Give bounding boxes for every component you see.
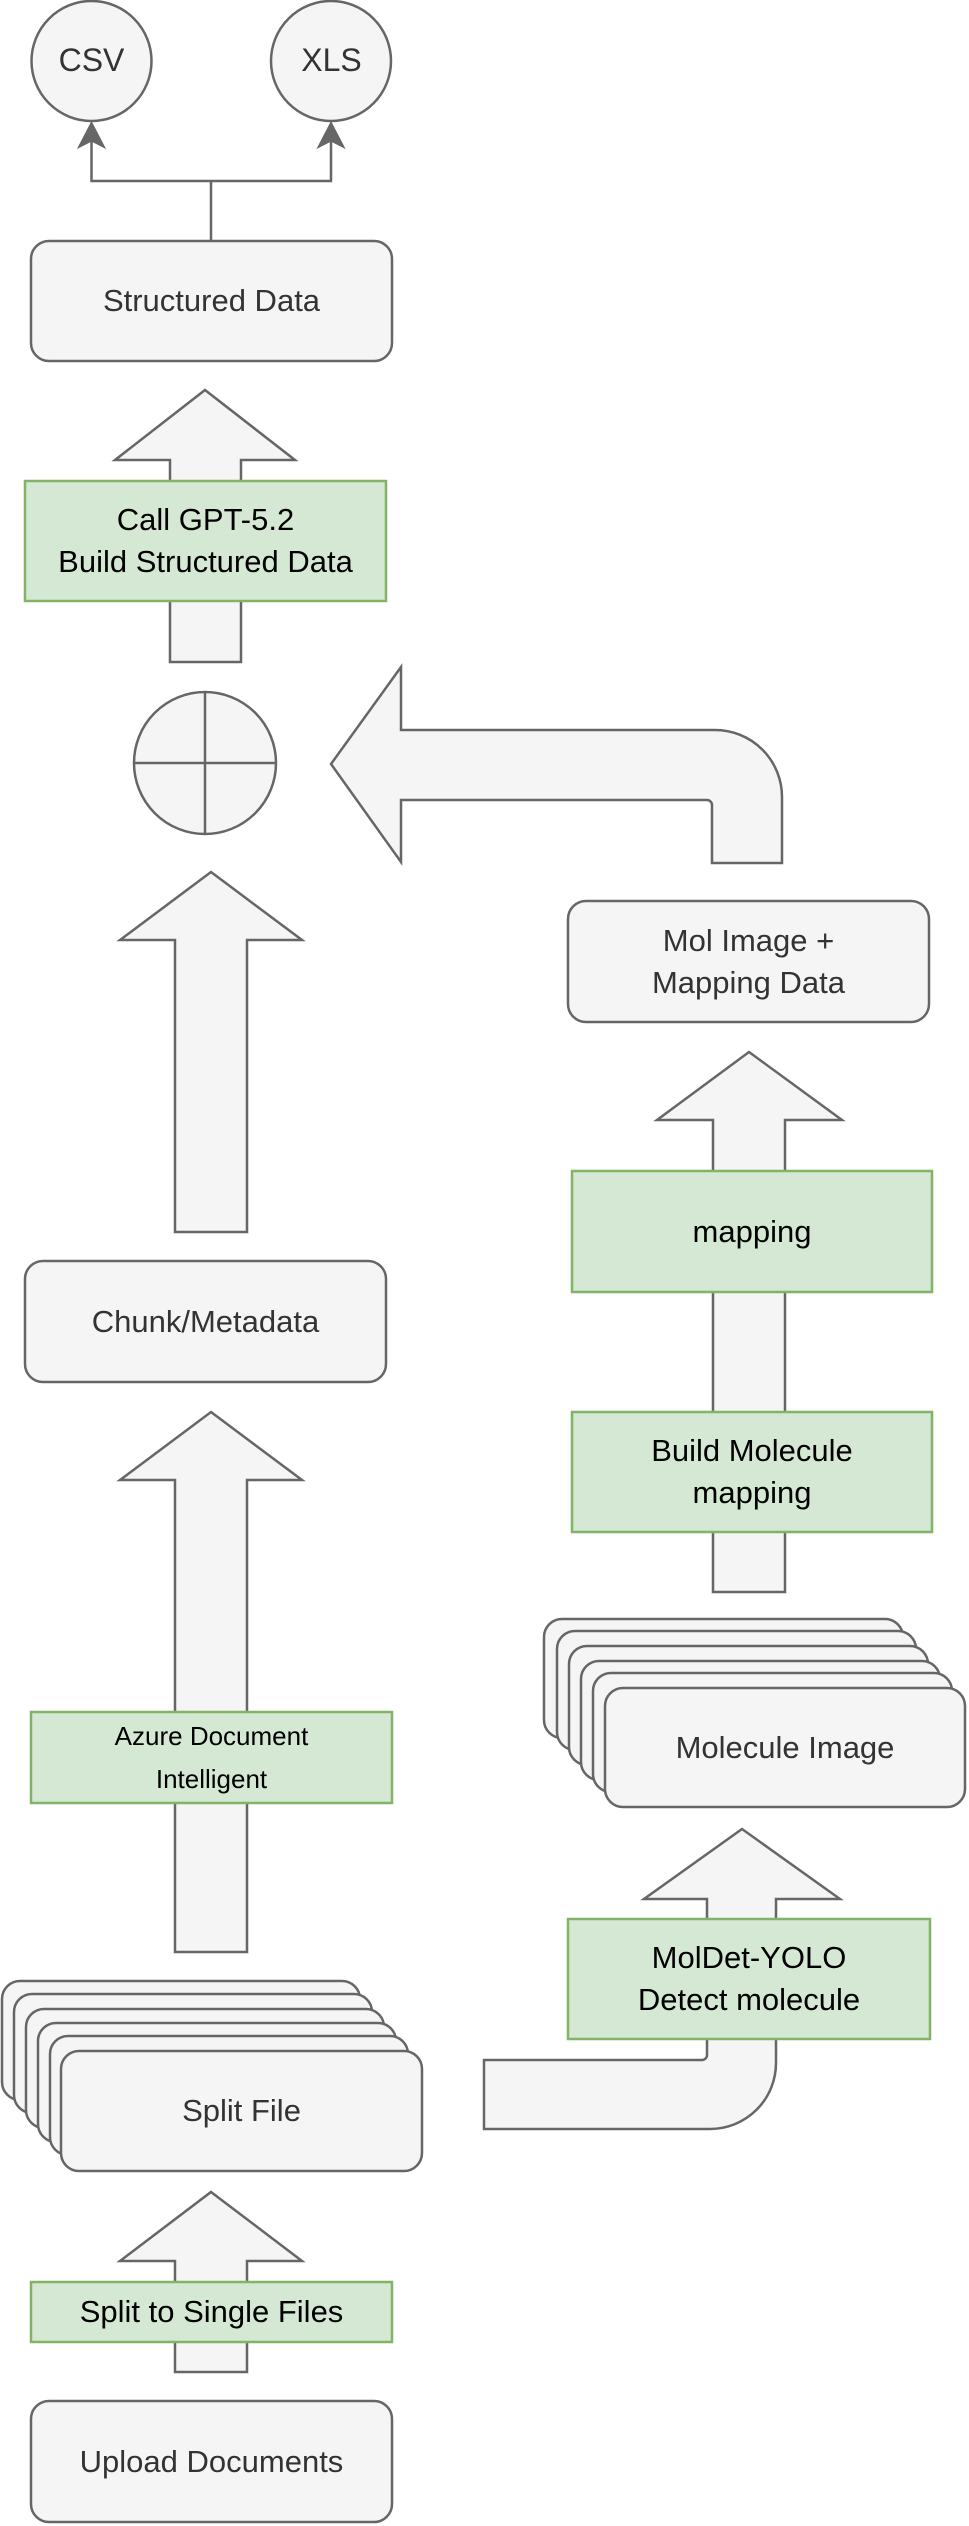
call-gpt-step[interactable]: [23, 479, 388, 603]
structured-data-node[interactable]: [29, 239, 394, 363]
split-single-files-step[interactable]: [29, 2280, 394, 2344]
mapping-step[interactable]: [570, 1169, 934, 1294]
molecule-image-node[interactable]: [603, 1686, 967, 1809]
bent-arrow-split-to-molecule: [482, 1827, 844, 2131]
split-file-stack: [0, 1979, 424, 2173]
block-arrow-chunk-to-merge: [116, 870, 306, 1234]
chunk-metadata-node[interactable]: [23, 1259, 388, 1384]
xls-node[interactable]: [269, 0, 393, 123]
mol-image-mapping-node[interactable]: [566, 899, 931, 1024]
bent-arrow-mol-to-merge: [329, 663, 784, 866]
molecule-image-stack: [542, 1617, 967, 1809]
block-arrow-mapping: [653, 1050, 846, 1594]
csv-node[interactable]: [30, 0, 153, 123]
block-arrow-azure: [116, 1410, 306, 1954]
split-file-node[interactable]: [59, 2049, 424, 2173]
build-molecule-mapping-step[interactable]: [570, 1410, 934, 1534]
azure-document-step[interactable]: [29, 1710, 394, 1805]
upload-documents-node[interactable]: [29, 2399, 394, 2524]
arrowhead-xls: [316, 120, 346, 150]
merge-junction: [132, 690, 278, 836]
arrowhead-csv: [76, 120, 107, 150]
connector-to-outputs: [90, 134, 333, 183]
moldet-yolo-step[interactable]: [566, 1917, 932, 2041]
